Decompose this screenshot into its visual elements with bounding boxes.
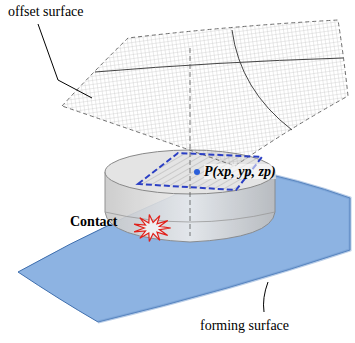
tool-axis bbox=[190, 48, 191, 236]
surface-label: offset surface bbox=[8, 4, 84, 19]
surface-label: forming surface bbox=[200, 318, 289, 333]
surface-line bbox=[95, 58, 343, 72]
leader-line bbox=[264, 282, 269, 312]
surface-line bbox=[232, 30, 292, 130]
offset-surface bbox=[62, 20, 348, 166]
point-label: P(xp, yp, zp) bbox=[204, 164, 276, 179]
contact-label: Contact bbox=[70, 214, 117, 229]
burst-outline bbox=[134, 215, 171, 242]
point-marker bbox=[194, 169, 200, 175]
leader-line bbox=[38, 24, 92, 98]
contact-burst bbox=[134, 215, 171, 242]
